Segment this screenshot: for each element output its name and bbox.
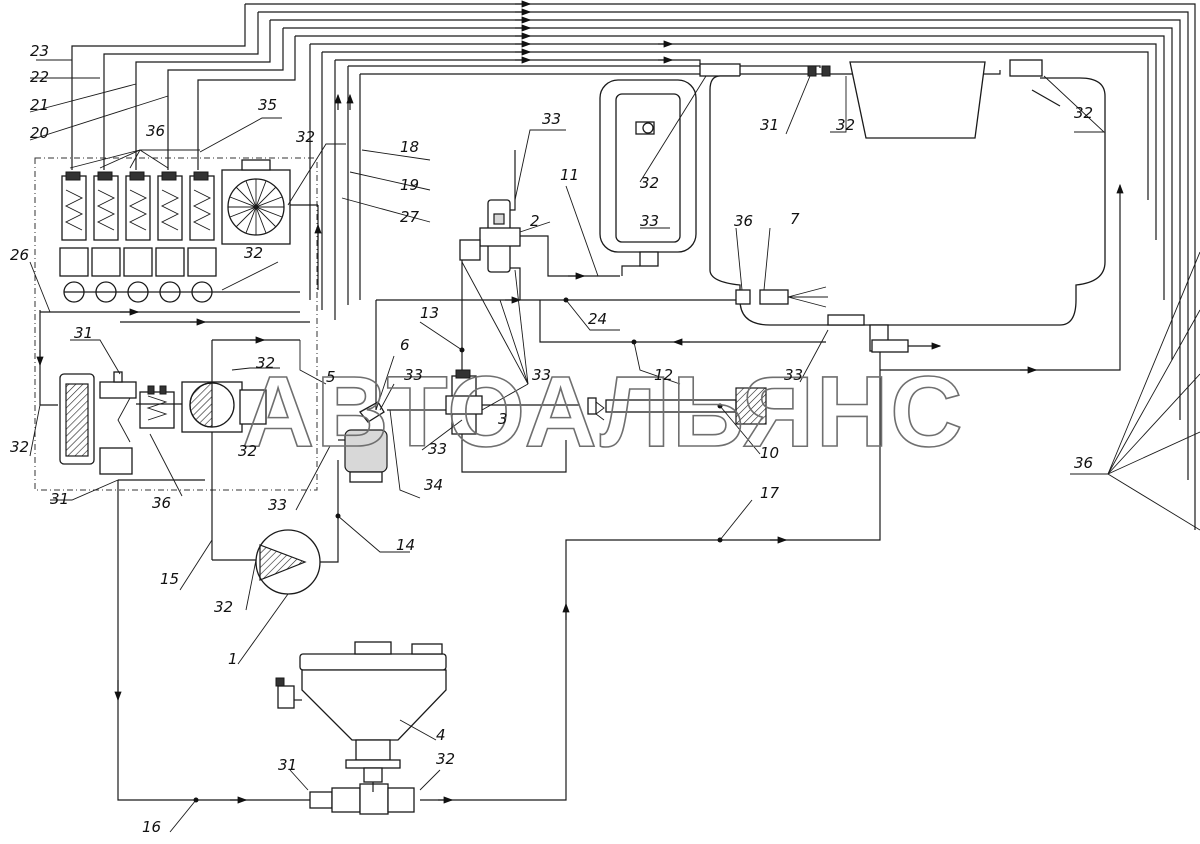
label-36-top: 36 (146, 122, 165, 140)
line-26 (36, 308, 310, 405)
label-6: 6 (400, 336, 410, 354)
label-20: 20 (30, 124, 49, 142)
label-32-filter: 32 (10, 438, 29, 456)
label-1: 1 (228, 650, 238, 668)
label-31-tank: 31 (760, 116, 779, 134)
valve-4 (155, 171, 185, 303)
valve-5 (187, 171, 217, 303)
bottom-fitting (309, 782, 415, 815)
label-22: 22 (30, 68, 49, 86)
label-32-valve5: 32 (256, 354, 275, 372)
labels: 23 22 21 20 35 36 32 26 32 31 32 5 32 31… (10, 42, 1093, 836)
label-16: 16 (142, 818, 161, 836)
label-17: 17 (760, 484, 780, 502)
label-24: 24 (588, 310, 607, 328)
label-15: 15 (160, 570, 179, 588)
valve-bank (59, 159, 322, 303)
label-33-tank11: 33 (640, 212, 659, 230)
label-13: 13 (420, 304, 439, 322)
valve-bank-frame (34, 157, 318, 491)
label-12: 12 (654, 366, 673, 384)
filter-6 (338, 401, 450, 483)
tank-11 (599, 63, 741, 276)
pump-1 (212, 460, 341, 595)
lines-mid (375, 183, 1124, 804)
label-35: 35 (258, 96, 277, 114)
label-36-right: 36 (1074, 454, 1093, 472)
valve-1 (59, 171, 89, 303)
label-31-fitting: 31 (278, 756, 297, 774)
ball-valve-5 (181, 336, 300, 560)
label-7: 7 (790, 210, 800, 228)
label-4: 4 (436, 726, 446, 744)
watermark-text: АВТОАЛЬЯНС (242, 356, 965, 468)
label-32-pump: 32 (214, 598, 233, 616)
label-21: 21 (30, 96, 49, 114)
main-tank (709, 59, 1106, 353)
label-32-tank-right: 32 (1074, 104, 1093, 122)
label-32-valve5-low: 32 (238, 442, 257, 460)
label-33-pump: 33 (268, 496, 287, 514)
label-5: 5 (326, 368, 336, 386)
valve-2-assembly (459, 150, 620, 300)
label-33-tank: 33 (784, 366, 803, 384)
label-18: 18 (400, 138, 419, 156)
label-3: 3 (498, 410, 508, 428)
heater-10 (587, 387, 767, 425)
reservoir-4 (275, 641, 447, 783)
label-32-fan: 32 (296, 128, 315, 146)
filter-assembly (40, 371, 184, 475)
label-19: 19 (400, 176, 419, 194)
label-14: 14 (396, 536, 415, 554)
label-33-low: 33 (428, 440, 447, 458)
leader-36-fan (1070, 251, 1200, 531)
label-32-fitting: 32 (436, 750, 455, 768)
label-33-unit3: 33 (532, 366, 551, 384)
top-line-bundle (71, 0, 1196, 530)
label-33-valve2: 33 (542, 110, 561, 128)
label-32-tank-mid: 32 (836, 116, 855, 134)
valve-2 (91, 171, 121, 303)
label-26: 26 (10, 246, 29, 264)
label-2: 2 (530, 212, 540, 230)
line-15-16 (114, 479, 310, 804)
label-32-bank: 32 (244, 244, 263, 262)
label-36-tank: 36 (734, 212, 753, 230)
label-23: 23 (30, 42, 49, 60)
leader-lines (29, 59, 1106, 833)
label-32-tank11: 32 (640, 174, 659, 192)
label-11: 11 (560, 166, 579, 184)
label-10: 10 (760, 444, 779, 462)
label-34: 34 (424, 476, 443, 494)
label-36-left: 36 (152, 494, 171, 512)
valve-unit-3 (445, 260, 580, 473)
label-27: 27 (400, 208, 420, 226)
valve-3 (123, 171, 153, 303)
fan-unit (221, 159, 291, 245)
label-31-left: 31 (74, 324, 93, 342)
label-33-filter6: 33 (404, 366, 423, 384)
label-31-bottom: 31 (50, 490, 69, 508)
